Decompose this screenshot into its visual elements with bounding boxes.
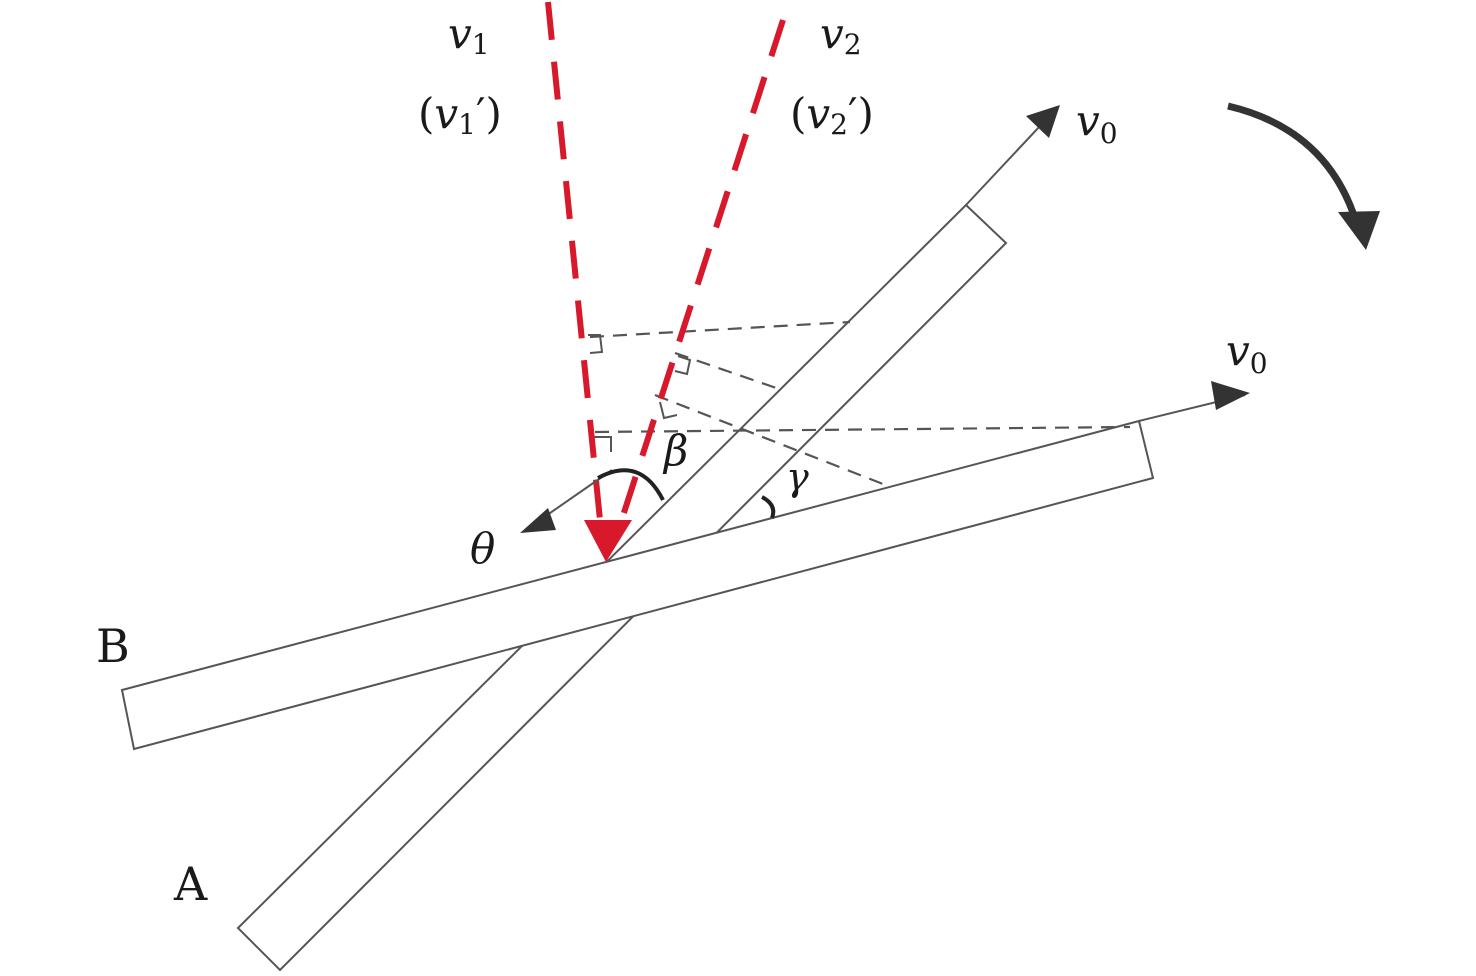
laser-beam-v1 xyxy=(545,1,603,521)
label-gamma: γ xyxy=(786,455,809,499)
v0-arrowhead-plate-b xyxy=(1211,381,1250,410)
laser-focus-arrowhead-icon xyxy=(584,520,632,562)
label-beta: β xyxy=(662,426,688,475)
plate-b xyxy=(120,419,1155,751)
beta-angle-arc xyxy=(597,468,665,501)
label-v2: v2 xyxy=(820,9,862,61)
theta-arrowhead-icon xyxy=(520,508,556,533)
laser-beam-v2 xyxy=(617,19,786,526)
label-plate-a: A xyxy=(173,857,208,911)
label-v2-prime: (v2′) xyxy=(790,89,874,141)
gamma-angle-arc xyxy=(760,495,776,519)
label-plate-b: B xyxy=(96,619,130,673)
label-v1-prime: (v1′) xyxy=(418,89,502,141)
right-angle-markers xyxy=(588,334,692,452)
label-v0-plate-a: v0 xyxy=(1076,96,1118,150)
rotation-arrowhead-icon xyxy=(1338,211,1380,250)
rotation-arrow xyxy=(1227,102,1362,229)
label-theta: θ xyxy=(470,524,495,573)
v0-arrowhead-plate-a xyxy=(1026,105,1060,138)
dashed-construction-lines xyxy=(589,320,1131,486)
label-v1: v1 xyxy=(448,9,490,61)
label-v0-plate-b: v0 xyxy=(1226,326,1268,380)
